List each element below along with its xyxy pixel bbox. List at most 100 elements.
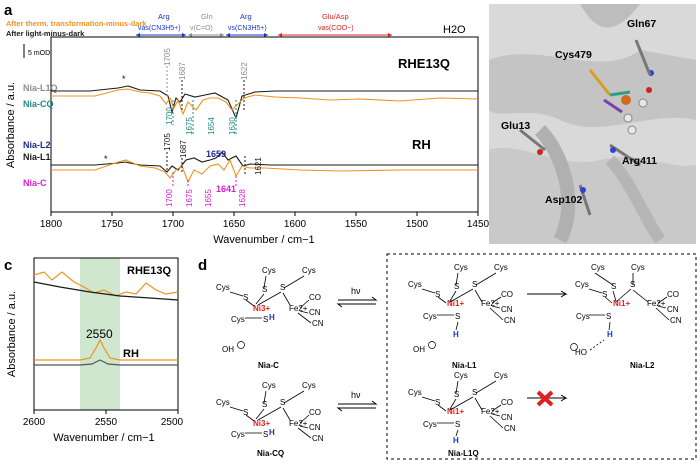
svg-text:S: S <box>606 312 611 321</box>
svg-text:Fe2+: Fe2+ <box>481 299 500 308</box>
svg-text:S: S <box>280 283 285 292</box>
band-arg1-sub: νas(CN3H5+) <box>138 25 181 32</box>
state-c: Nia-C <box>23 178 47 188</box>
peaks-top: 1705 1687 1700 1675 1654 1630 1622 <box>163 48 249 135</box>
svg-text:1641: 1641 <box>216 184 236 194</box>
svg-text:Nia-CQ: Nia-CQ <box>257 449 284 458</box>
residue-gln67: Gln67 <box>627 18 656 30</box>
svg-text:Ni1+: Ni1+ <box>447 407 464 416</box>
svg-text:Fe2+: Fe2+ <box>289 304 308 313</box>
svg-text:Cys: Cys <box>408 280 422 289</box>
svg-text:S: S <box>455 420 460 429</box>
band-arg1: Arg <box>158 12 170 21</box>
svg-text:1700: 1700 <box>165 107 174 125</box>
state-cq: Nia-CQ <box>23 99 54 109</box>
structure-nia-l2: Cys Cys Cys S S S Cys S Ni1+ Fe2+ CO CN … <box>570 263 682 370</box>
arrow-head <box>388 33 392 37</box>
svg-text:OH: OH <box>413 345 425 354</box>
hv-label-2: hν <box>351 390 361 400</box>
svg-text:1705: 1705 <box>163 133 172 151</box>
svg-text:S: S <box>472 388 477 397</box>
svg-text:OH: OH <box>222 345 234 354</box>
svg-text:1659: 1659 <box>206 149 226 159</box>
svg-text:Cys: Cys <box>262 266 276 275</box>
arrow-head <box>278 33 282 37</box>
spectrum-c-rh-grey <box>34 359 178 366</box>
svg-text:Cys: Cys <box>576 312 590 321</box>
residue-cys479: Cys479 <box>555 49 592 61</box>
rh-e13q-label-c: RHE13Q <box>127 265 171 277</box>
x-tick-label: 1500 <box>406 219 429 230</box>
peak-2550: 2550 <box>86 327 113 341</box>
spectrum-c-rh-orange <box>34 338 178 361</box>
svg-text:Cys: Cys <box>494 263 508 272</box>
svg-text:1687: 1687 <box>178 62 187 80</box>
band-glu: Glu/Asp <box>322 12 349 21</box>
svg-text:CN: CN <box>667 305 679 314</box>
spectrum-l1-black <box>51 151 478 173</box>
scale-bar-label: 5 mOD <box>28 50 50 57</box>
blocked-x-icon <box>536 390 554 407</box>
structure-nia-cq: Cys Cys Cys S S S Cys S Ni3+ Fe2+ CO CN … <box>216 381 324 458</box>
rh-label-a: RH <box>412 137 431 152</box>
svg-text:CN: CN <box>501 305 513 314</box>
svg-text:S: S <box>263 315 268 324</box>
hv-label-1: hν <box>351 286 361 296</box>
arrow-head <box>264 33 268 37</box>
arrow-head <box>188 33 192 37</box>
svg-text:S: S <box>262 400 267 409</box>
svg-text:CN: CN <box>312 434 324 443</box>
svg-text:Nia-C: Nia-C <box>258 361 279 370</box>
svg-text:Cys: Cys <box>216 398 230 407</box>
svg-text:Cys: Cys <box>631 263 645 272</box>
svg-text:Nia-L1: Nia-L1 <box>452 361 477 370</box>
svg-text:H: H <box>453 436 459 445</box>
svg-text:1700: 1700 <box>165 189 174 207</box>
svg-text:Cys: Cys <box>216 283 230 292</box>
state-l1q: Nia-L1Q <box>23 83 58 93</box>
band-arg2-sub: νs(CN3H5+) <box>228 25 267 32</box>
svg-text:CN: CN <box>309 308 321 317</box>
svg-text:1687: 1687 <box>179 140 188 158</box>
arrow-head <box>226 33 230 37</box>
svg-text:S: S <box>454 390 459 399</box>
svg-text:Cys: Cys <box>454 263 468 272</box>
svg-text:Cys: Cys <box>454 371 468 380</box>
svg-text:1630: 1630 <box>228 117 237 135</box>
highlight-band <box>80 258 120 410</box>
svg-text:S: S <box>263 430 268 439</box>
x-tick-label: 1700 <box>162 219 185 230</box>
band-gln-sub: ν(C=O) <box>190 25 213 32</box>
rh-label-c: RH <box>123 348 139 360</box>
equilibrium-arrow-1 <box>336 296 378 308</box>
equilibrium-arrow-2 <box>336 400 378 412</box>
svg-text:1654: 1654 <box>207 117 216 135</box>
arrow-head <box>220 33 224 37</box>
band-gln: Gln <box>201 12 213 21</box>
svg-text:S: S <box>472 280 477 289</box>
plot-frame-a <box>50 36 479 213</box>
svg-text:Fe2+: Fe2+ <box>289 419 308 428</box>
arrow-blocked <box>527 394 568 402</box>
x-tick-label: 1450 <box>467 219 490 230</box>
spectrum-c-rh-e13q-orange <box>33 271 179 297</box>
svg-text:CN: CN <box>670 316 682 325</box>
svg-text:S: S <box>454 282 459 291</box>
svg-text:CN: CN <box>504 424 516 433</box>
x-axis-a: 1800 1750 1700 1650 1600 1550 1500 1450 <box>40 212 490 230</box>
spectrum-c-orange <box>51 158 478 184</box>
x-tick-label: 1750 <box>101 219 124 230</box>
svg-text:HO: HO <box>575 348 587 357</box>
svg-text:Cys: Cys <box>231 430 245 439</box>
spectrum-cq-orange <box>51 88 479 116</box>
residue-arg411: Arg411 <box>622 155 657 167</box>
svg-text:Nia-L2: Nia-L2 <box>630 361 655 370</box>
arrow-head <box>136 33 140 37</box>
svg-text:Cys: Cys <box>423 420 437 429</box>
svg-text:S: S <box>611 282 616 291</box>
x-axis-label-a: Wavenumber / cm−1 <box>213 234 314 246</box>
state-l1: Nia-L1 <box>23 152 51 162</box>
svg-text:CN: CN <box>501 413 513 422</box>
svg-text:Cys: Cys <box>302 381 316 390</box>
